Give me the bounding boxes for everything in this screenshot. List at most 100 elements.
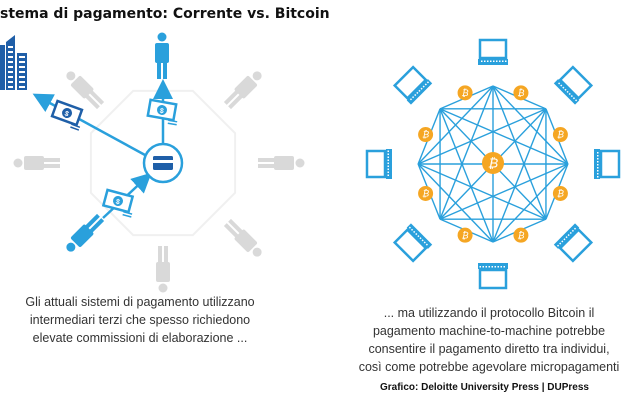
laptop-key: [597, 176, 599, 178]
sender-person-icon: [66, 213, 105, 252]
laptop-key: [485, 266, 487, 268]
laptop-key: [559, 242, 562, 245]
caption-line: Gli attuali sistemi di pagamento utilizz…: [25, 295, 255, 309]
bitcoin-icon: [457, 85, 473, 101]
person-body: [156, 262, 170, 282]
laptop-icon: [365, 149, 392, 179]
bitcoin-symbol: ₿: [557, 130, 564, 140]
laptop-key: [597, 158, 599, 160]
network-link: [439, 108, 569, 165]
laptop-key: [494, 266, 496, 268]
person-head: [13, 158, 23, 168]
laptop-key: [419, 237, 422, 240]
building-window: [19, 86, 25, 88]
caption-line: ... ma utilizzando il protocollo Bitcoin…: [383, 306, 595, 320]
bitcoin-icon: [457, 227, 473, 243]
laptop-key: [497, 266, 499, 268]
laptop-screen: [392, 65, 428, 101]
caption-line: elevate commissioni di elaborazione ...: [32, 331, 248, 345]
laptop-key: [412, 96, 415, 99]
laptop-key: [496, 60, 498, 62]
person-leg: [89, 218, 105, 233]
building-window: [19, 56, 25, 58]
network-outline: [89, 89, 237, 237]
person-head: [66, 242, 76, 252]
laptop-key: [415, 232, 418, 236]
laptop-keyboard: [406, 79, 433, 105]
laptop-screen: [599, 149, 621, 179]
laptop-icon: [553, 223, 594, 263]
person-head: [295, 158, 305, 168]
bill-coin: [157, 105, 167, 115]
building-window: [8, 51, 13, 53]
laptop-key: [387, 162, 389, 164]
dollar-sign: $: [115, 199, 121, 207]
bitcoin-icon: [552, 127, 568, 143]
bitcoin-symbol: ₿: [462, 230, 469, 240]
bitcoin-icon: [418, 185, 434, 201]
person-leg: [164, 246, 168, 263]
inactive-person-icon: [66, 71, 105, 110]
laptop-key: [505, 60, 507, 62]
laptop-screen: [365, 149, 387, 179]
building-window: [19, 76, 25, 78]
building-window: [8, 81, 13, 83]
bill-line: [70, 126, 80, 131]
caption-line: consentire il pagamento diretto tra indi…: [368, 342, 610, 356]
bill-coin: [113, 196, 123, 206]
person-leg: [223, 90, 239, 105]
laptop-key: [426, 81, 430, 84]
laptop-key: [387, 165, 389, 167]
laptop-icon: [553, 65, 594, 105]
bitcoin-icon: [482, 152, 504, 174]
card-stripe: [153, 160, 173, 163]
laptop-icon: [478, 263, 508, 290]
person-leg: [158, 246, 162, 263]
laptop-key: [597, 152, 599, 154]
person-body: [24, 156, 44, 170]
person-leg: [258, 158, 275, 162]
person-head: [157, 32, 167, 42]
laptop-key: [482, 266, 484, 268]
building-block: [0, 45, 5, 90]
laptop-key: [387, 168, 389, 170]
person-leg: [223, 223, 239, 238]
person-leg: [157, 62, 161, 79]
laptop-keyboard: [553, 223, 580, 249]
person-body: [155, 43, 169, 63]
bitcoin-icon: [513, 227, 529, 243]
laptop-icon: [392, 223, 433, 263]
laptop-key: [500, 266, 502, 268]
inactive-person-icon: [258, 156, 305, 170]
bitcoin-icon: [513, 85, 529, 101]
laptop-key: [566, 90, 569, 93]
laptop-key: [597, 173, 599, 175]
laptop-icon: [594, 149, 621, 179]
laptop-screen: [558, 65, 594, 101]
building-window: [19, 61, 25, 63]
page-title: stema di pagamento: Corrente vs. Bitcoin: [0, 6, 330, 22]
network-link: [439, 108, 494, 243]
laptop-key: [387, 174, 389, 176]
dollar-sign: $: [159, 108, 164, 116]
bitcoin-symbol: ₿: [517, 230, 524, 240]
person-leg: [89, 90, 105, 105]
laptop-key: [597, 155, 599, 157]
inactive-person-icon: [223, 71, 262, 110]
bill-line: [122, 213, 132, 218]
person-body: [70, 224, 94, 248]
laptop-screen: [392, 227, 428, 263]
laptop-key: [502, 60, 504, 62]
laptop-key: [488, 266, 490, 268]
laptop-key: [481, 60, 483, 62]
bitcoin-icon: [418, 127, 434, 143]
left-caption: Gli attuali sistemi di pagamento utilizz…: [0, 293, 280, 347]
bill-coin: [62, 108, 72, 118]
bill-line: [71, 123, 81, 128]
laptop-key: [487, 60, 489, 62]
building-window: [8, 46, 13, 48]
bitcoin-icon: [552, 185, 568, 201]
building-window: [19, 71, 25, 73]
person-head: [66, 71, 76, 81]
